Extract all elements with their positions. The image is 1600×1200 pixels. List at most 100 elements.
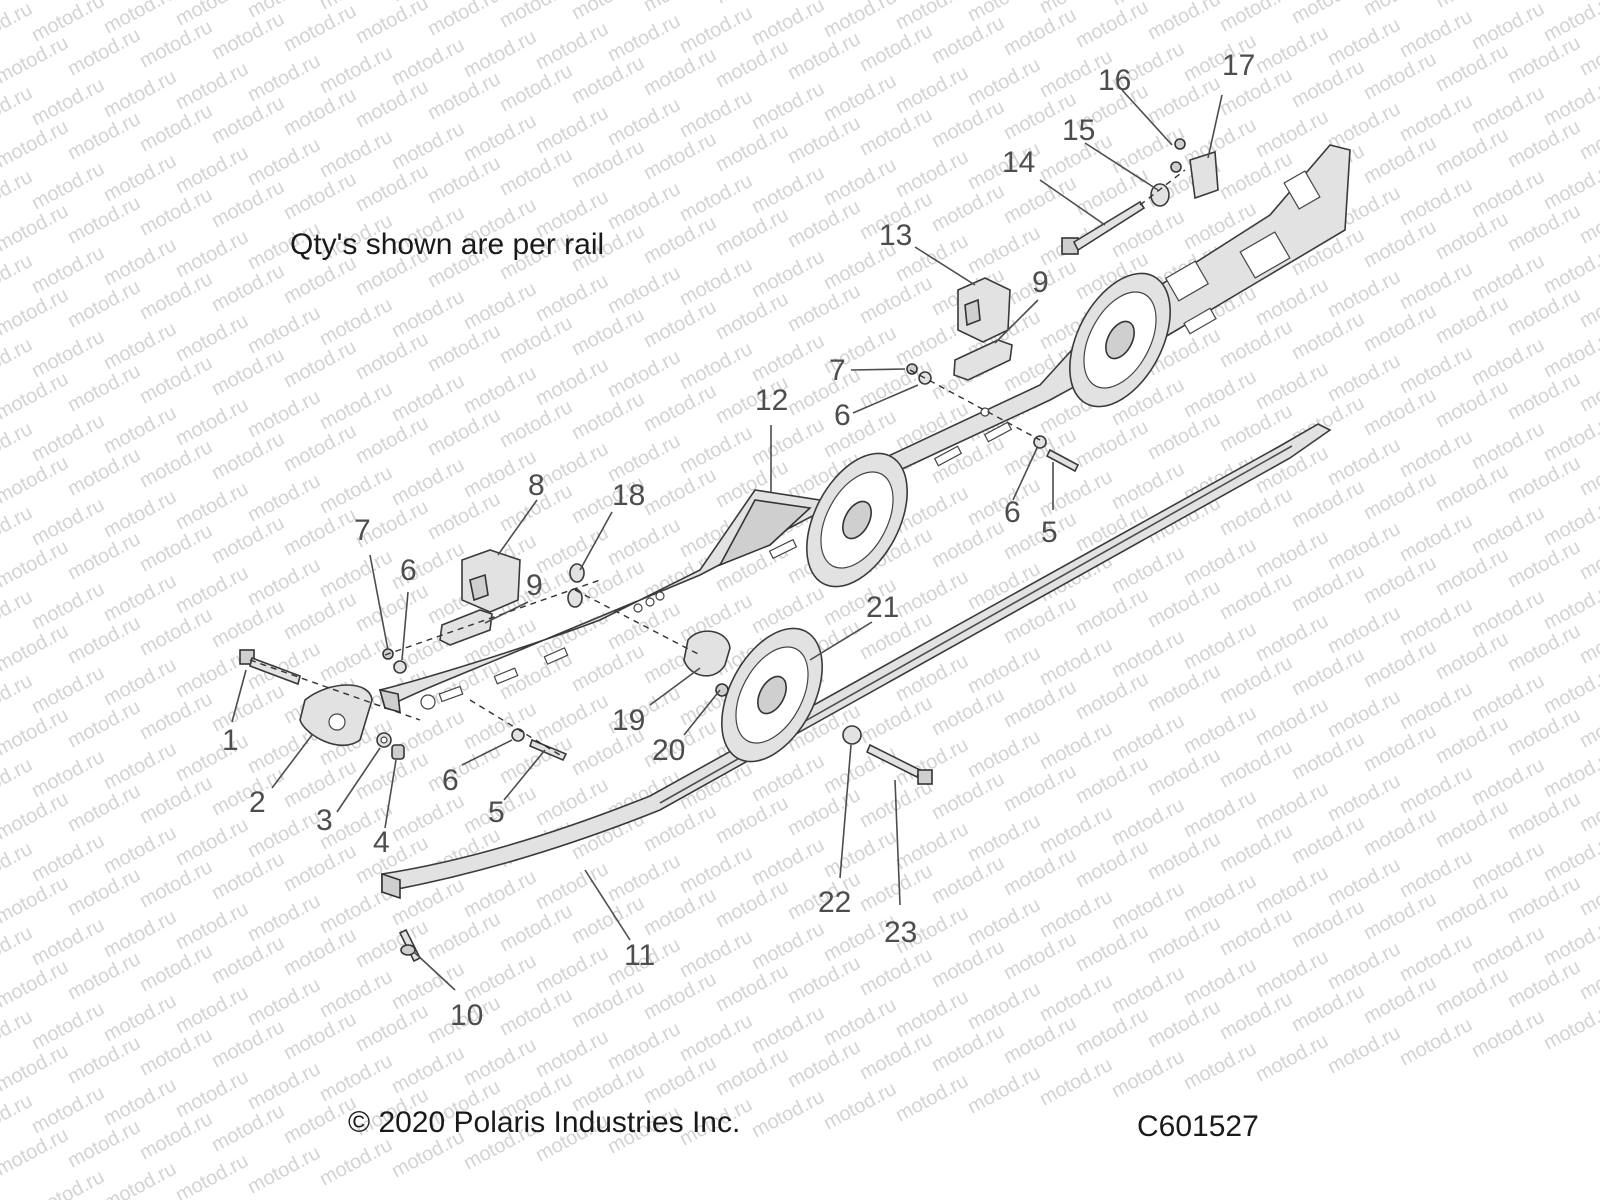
watermark-text: motod.ru — [1468, 1006, 1548, 1062]
watermark-text: motod.ru — [0, 0, 72, 4]
watermark-text: motod.ru — [1000, 928, 1080, 984]
watermark-text: motod.ru — [640, 464, 720, 520]
watermark-text: motod.ru — [1432, 544, 1512, 600]
watermark-text: motod.ru — [424, 68, 504, 124]
watermark-text: motod.ru — [1216, 988, 1296, 1044]
watermark-text: motod.ru — [748, 1002, 828, 1058]
watermark-text: motod.ru — [28, 0, 108, 46]
wheel-middle-part — [806, 452, 908, 588]
watermark-text: motod.ru — [1324, 434, 1404, 490]
watermark-text: motod.ru — [784, 952, 864, 1008]
callout-label-5-rear: 5 — [1041, 516, 1058, 549]
watermark-text: motod.ru — [532, 942, 612, 998]
watermark-text: motod.ru — [820, 154, 900, 210]
watermark-text: motod.ru — [928, 768, 1008, 824]
watermark-text: motod.ru — [712, 792, 792, 848]
watermark-text: motod.ru — [1144, 408, 1224, 464]
watermark-text: motod.ru — [532, 1026, 612, 1082]
watermark-text: motod.ru — [532, 102, 612, 158]
watermark-text: motod.ru — [100, 906, 180, 962]
watermark-text: motod.ru — [676, 1010, 756, 1066]
watermark-text: motod.ru — [352, 916, 432, 972]
watermark-text: motod.ru — [1216, 820, 1296, 876]
watermark-text: motod.ru — [820, 0, 900, 42]
watermark-text: motod.ru — [64, 360, 144, 416]
watermark-text: motod.ru — [1468, 418, 1548, 474]
watermark-text: motod.ru — [676, 338, 756, 394]
watermark-text: motod.ru — [532, 690, 612, 746]
watermark-text: motod.ru — [64, 192, 144, 248]
watermark-text: motod.ru — [1468, 502, 1548, 558]
watermark-text: motod.ru — [604, 94, 684, 150]
watermark-text: motod.ru — [316, 1050, 396, 1106]
watermark-text: motod.ru — [136, 940, 216, 996]
watermark-text: motod.ru — [784, 196, 864, 252]
watermark-text: motod.ru — [784, 784, 864, 840]
watermark-text: motod.ru — [748, 330, 828, 386]
watermark-text: motod.ru — [964, 726, 1044, 782]
watermark-text: motod.ru — [1360, 804, 1440, 860]
watermark-text: motod.ru — [1540, 998, 1600, 1054]
watermark-text: motod.ru — [1432, 376, 1512, 432]
watermark-text: motod.ru — [1360, 216, 1440, 272]
watermark-text: motod.ru — [1108, 794, 1188, 850]
watermark-text: motod.ru — [244, 1058, 324, 1114]
watermark-text: motod.ru — [1180, 786, 1260, 842]
watermark-text: motod.ru — [244, 50, 324, 106]
watermark-text: motod.ru — [1252, 358, 1332, 414]
callout-label-4: 4 — [373, 826, 390, 859]
watermark-text: motod.ru — [1216, 0, 1296, 36]
watermark-text: motod.ru — [1504, 368, 1584, 424]
watermark-text: motod.ru — [856, 104, 936, 160]
watermark-text: motod.ru — [1108, 878, 1188, 934]
watermark-text: motod.ru — [1180, 534, 1260, 590]
figure-code: C601527 — [1137, 1110, 1259, 1143]
watermark-text: motod.ru — [1180, 366, 1260, 422]
watermark-text: motod.ru — [1468, 754, 1548, 810]
watermark-text: motod.ru — [64, 528, 144, 584]
callout-label-2: 2 — [249, 786, 266, 819]
watermark-text: motod.ru — [604, 430, 684, 486]
watermark-text: motod.ru — [1360, 0, 1440, 20]
watermark-text: motod.ru — [784, 364, 864, 420]
watermark-text: motod.ru — [820, 742, 900, 798]
watermark-text: motod.ru — [136, 436, 216, 492]
watermark-text: motod.ru — [208, 932, 288, 988]
watermark-text: motod.ru — [1288, 476, 1368, 532]
watermark-text: motod.ru — [1432, 292, 1512, 348]
watermark-text: motod.ru — [928, 1020, 1008, 1076]
assembly-axes — [249, 169, 1186, 756]
watermark-text: motod.ru — [568, 640, 648, 696]
watermark-text: motod.ru — [100, 822, 180, 878]
watermark-text: motod.ru — [136, 1108, 216, 1164]
watermark-text: motod.ru — [1360, 300, 1440, 356]
watermark-text: motod.ru — [1180, 870, 1260, 926]
watermark-text: motod.ru — [964, 810, 1044, 866]
watermark-text: motod.ru — [1396, 930, 1476, 986]
watermark-text: motod.ru — [28, 662, 108, 718]
watermark-text: motod.ru — [136, 856, 216, 912]
watermark-text: motod.ru — [1072, 836, 1152, 892]
watermark-text: motod.ru — [892, 818, 972, 874]
watermark-text: motod.ru — [136, 100, 216, 156]
watermark-text: motod.ru — [1180, 702, 1260, 758]
watermark-text: motod.ru — [1396, 258, 1476, 314]
watermark-text: motod.ru — [1072, 752, 1152, 808]
watermark-text: motod.ru — [100, 486, 180, 542]
watermark-text: motod.ru — [1000, 844, 1080, 900]
watermark-text: motod.ru — [136, 16, 216, 72]
watermark-text: motod.ru — [136, 352, 216, 408]
watermark-text: motod.ru — [856, 20, 936, 76]
watermark-text: motod.ru — [676, 926, 756, 982]
watermark-text: motod.ru — [1144, 744, 1224, 800]
watermark-text: motod.ru — [208, 596, 288, 652]
watermark-text: motod.ru — [100, 570, 180, 626]
watermark-text: motod.ru — [1000, 4, 1080, 60]
watermark-text: motod.ru — [1288, 644, 1368, 700]
callout-label-12: 12 — [755, 384, 788, 417]
watermark-text: motod.ru — [28, 746, 108, 802]
watermark-text: motod.ru — [1468, 586, 1548, 642]
watermark-text: motod.ru — [64, 276, 144, 332]
watermark-text: motod.ru — [1324, 266, 1404, 322]
